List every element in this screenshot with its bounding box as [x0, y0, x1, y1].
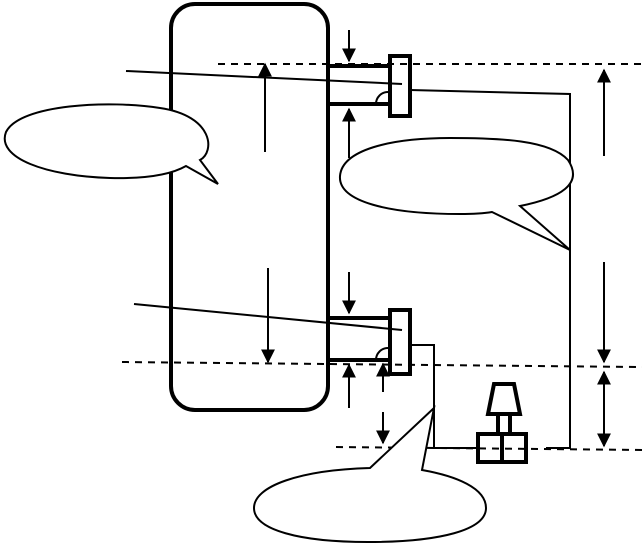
callout-bottom [252, 405, 488, 544]
vessel-body [169, 2, 330, 412]
transmitter [476, 382, 528, 464]
lower-dashed-line [335, 446, 642, 451]
lower-impulse-line [410, 344, 478, 449]
lower-nozzle [328, 308, 412, 376]
callout-left [3, 103, 219, 185]
upper-nozzle [328, 54, 412, 118]
callout-right [338, 136, 574, 251]
upper-impulse-line [409, 89, 571, 449]
